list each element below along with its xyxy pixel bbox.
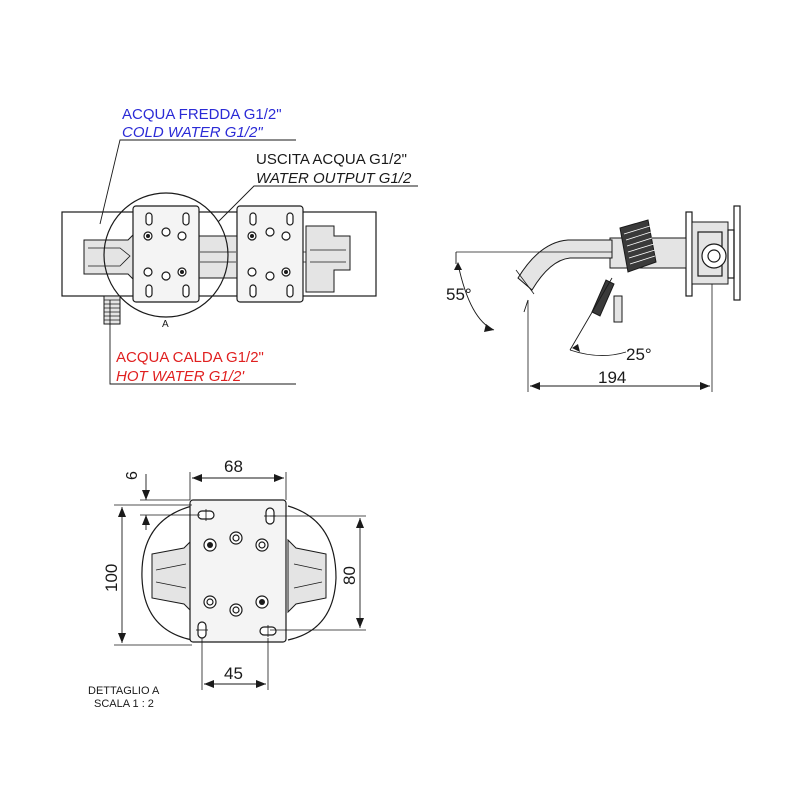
lever-tilted — [591, 279, 615, 317]
width-45-label: 45 — [224, 664, 243, 683]
height-80-label: 80 — [340, 566, 359, 585]
left-valve-body — [83, 230, 137, 284]
angle-25-label: 25° — [626, 345, 652, 364]
lever-vertical — [613, 295, 623, 323]
middle-valve-body — [195, 235, 241, 279]
water-output-label-it: USCITA ACQUA G1/2" — [256, 151, 407, 168]
angle-55-label: 55° — [446, 285, 472, 304]
detail-title: DETTAGLIO A — [88, 685, 160, 697]
front-view: A — [61, 192, 377, 330]
wall-plate-inner — [685, 211, 693, 297]
detail-right-wing — [287, 538, 327, 614]
mounting-plate-right — [236, 205, 304, 303]
mounting-plate-left — [132, 205, 200, 303]
detail-body-left-arc — [141, 505, 193, 641]
spout-curve — [517, 239, 613, 291]
hot-water-label-it: ACQUA CALDA G1/2" — [116, 349, 264, 366]
offset-6-label: 6 — [124, 471, 141, 480]
right-valve-body — [305, 225, 351, 293]
leader-lines — [99, 139, 418, 385]
water-output-label-en: WATER OUTPUT G1/2 — [256, 170, 412, 187]
detail-left-wing — [151, 538, 193, 614]
height-100-label: 100 — [102, 564, 121, 592]
front-view-cover-outline — [61, 211, 377, 297]
cold-water-label-it: ACQUA FREDDA G1/2" — [122, 106, 282, 123]
side-view — [454, 205, 741, 392]
hot-water-hose — [103, 295, 121, 325]
detail-marker-label: A — [162, 319, 169, 330]
detail-scale: SCALA 1 : 2 — [94, 698, 154, 710]
hot-water-label-en: HOT WATER G1/2' — [116, 368, 245, 385]
wall-plate-outer — [733, 205, 741, 301]
depth-194-label: 194 — [598, 368, 626, 387]
detail-a-view — [114, 472, 366, 690]
cold-water-label-en: COLD WATER G1/2" — [122, 124, 263, 141]
width-68-label: 68 — [224, 457, 243, 476]
detail-a-circle — [103, 192, 229, 318]
detail-body-right-arc — [287, 505, 337, 641]
